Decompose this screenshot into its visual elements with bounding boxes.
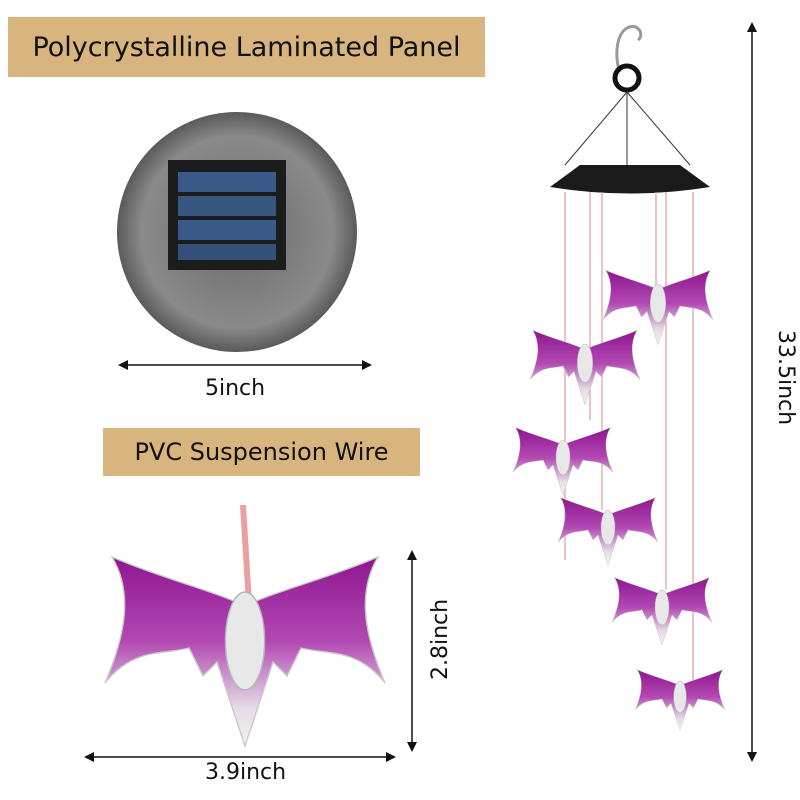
bat-closeup-image <box>104 504 386 747</box>
bat-height-text: 2.8inch <box>428 598 453 680</box>
total-length-text: 33.5inch <box>773 330 798 426</box>
wire-label: PVC Suspension Wire <box>103 428 420 476</box>
bat-height-arrow <box>407 550 417 752</box>
bat-width-text: 3.9inch <box>205 760 287 785</box>
panel-diameter-text: 5inch <box>205 376 266 401</box>
panel-label: Polycrystalline Laminated Panel <box>8 17 485 77</box>
solar-panel-image <box>117 112 357 352</box>
total-length-arrow <box>747 22 757 762</box>
panel-width-arrow <box>118 360 372 370</box>
wind-chime-image <box>512 25 726 731</box>
bat-width-arrow <box>84 752 396 762</box>
